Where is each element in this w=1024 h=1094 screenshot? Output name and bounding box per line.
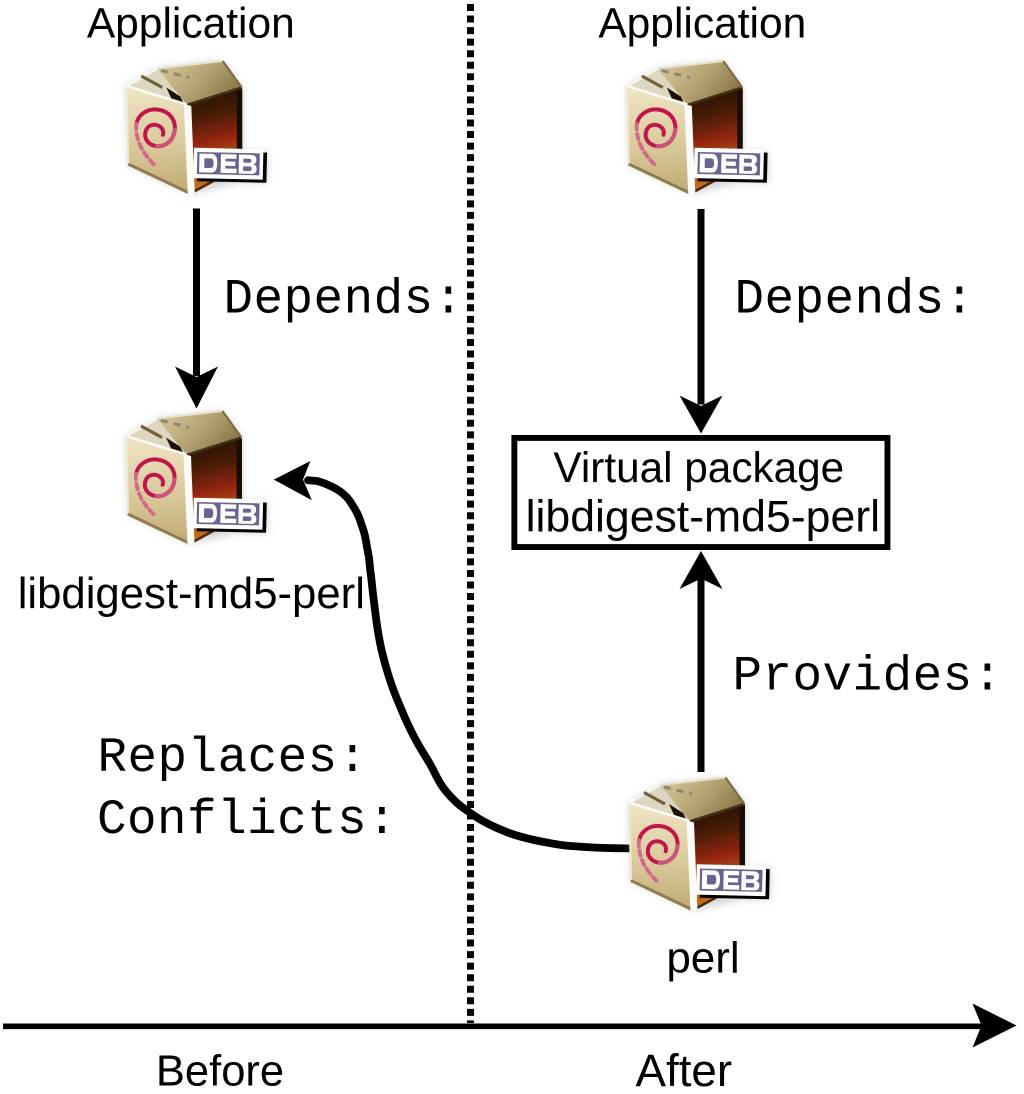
svg-text:Virtual package: Virtual package	[553, 444, 844, 491]
svg-text:After: After	[636, 1045, 732, 1094]
svg-text:Replaces:: Replaces:	[98, 730, 368, 786]
svg-text:Depends:: Depends:	[735, 272, 975, 328]
svg-text:Application: Application	[598, 0, 806, 47]
svg-text:Before: Before	[156, 1048, 284, 1094]
svg-text:libdigest-md5-perl: libdigest-md5-perl	[18, 569, 365, 618]
svg-text:Conflicts:: Conflicts:	[97, 792, 397, 848]
svg-text:perl: perl	[666, 934, 739, 983]
svg-text:Provides:: Provides:	[733, 649, 1003, 705]
svg-text:Application: Application	[87, 0, 295, 47]
svg-text:Depends:: Depends:	[224, 272, 464, 328]
svg-text:libdigest-md5-perl: libdigest-md5-perl	[526, 493, 880, 542]
